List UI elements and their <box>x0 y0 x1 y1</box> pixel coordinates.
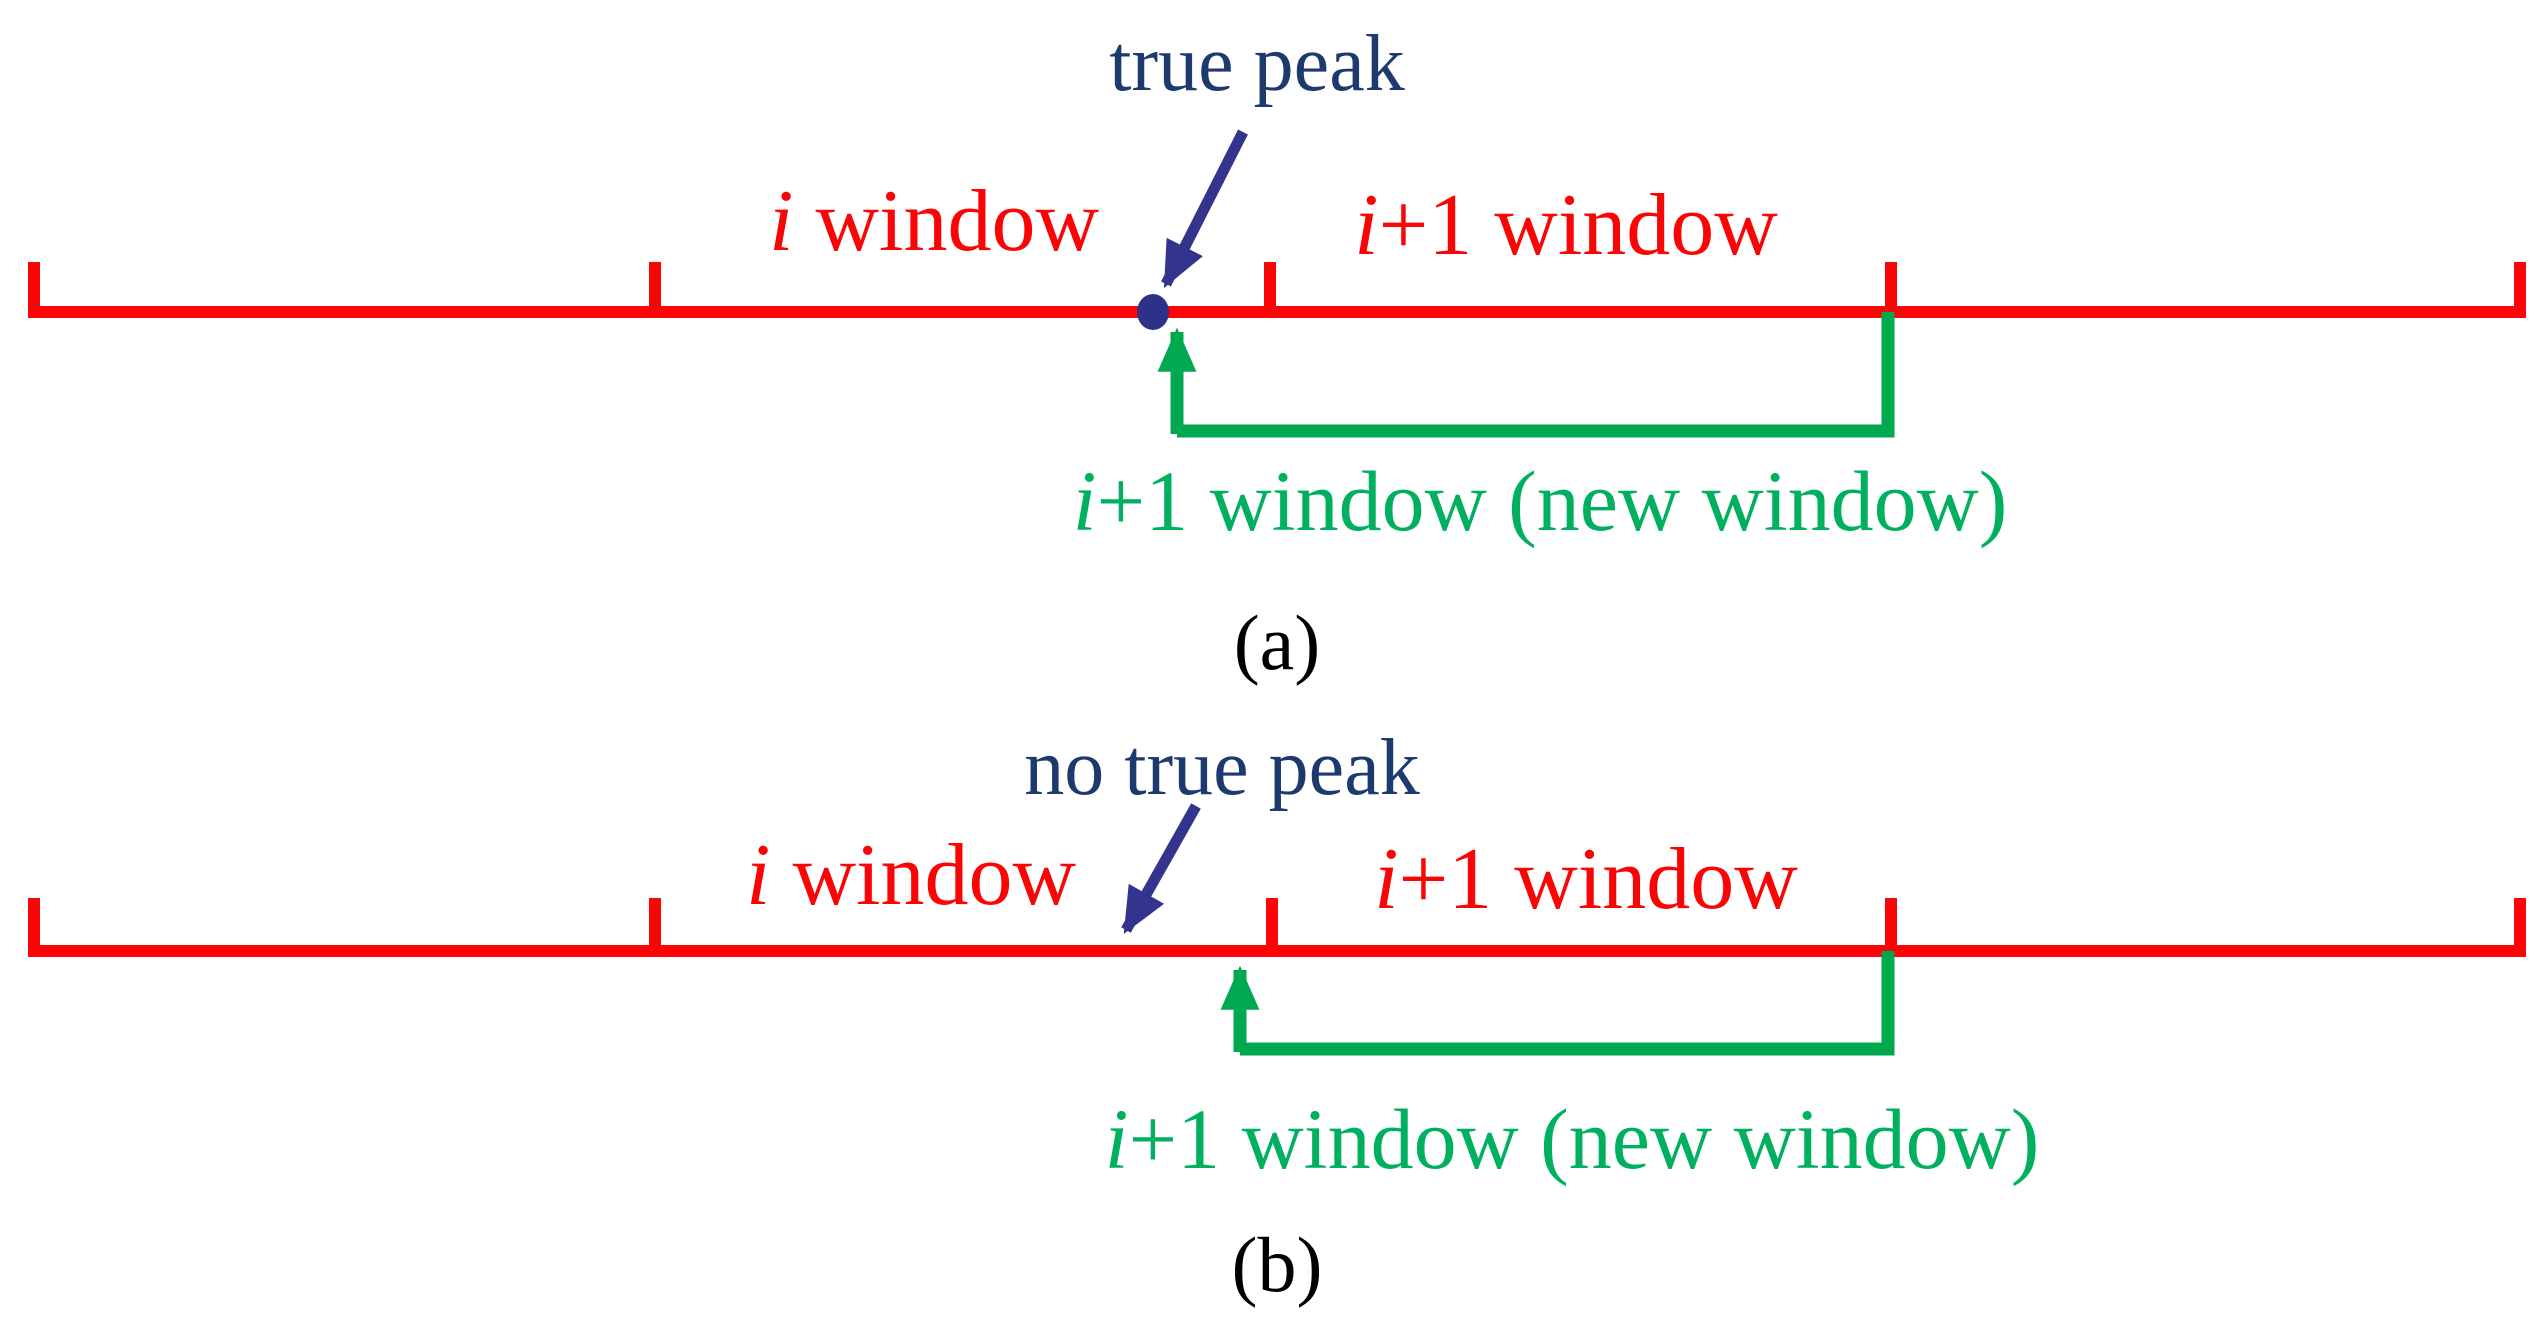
true-peak-dot <box>1137 294 1169 330</box>
no-true-peak-annotation: no true peak <box>1024 724 1420 812</box>
i1-window-label-a: i+1 window <box>1354 182 1778 270</box>
new-window-label-b: i+1 window (new window) <box>1105 1096 2040 1182</box>
i1-window-label-b-rest: +1 window <box>1398 831 1798 928</box>
i1-window-label-b-italic: i <box>1374 831 1399 928</box>
new-window-label-a: i+1 window (new window) <box>1073 458 2008 544</box>
no-true-peak-arrow <box>1121 803 1201 935</box>
new-window-label-b-italic: i <box>1104 1091 1129 1187</box>
panel-b-graphics <box>28 803 2526 1056</box>
i1-window-label-b: i+1 window <box>1374 836 1798 924</box>
new-window-label-a-italic: i <box>1072 453 1097 549</box>
new-window-bracket-b <box>1240 951 1895 1056</box>
panel-a-caption: (a) <box>1233 599 1321 686</box>
new-window-label-b-rest: +1 window (new window) <box>1128 1091 2040 1187</box>
true-peak-arrow <box>1161 129 1248 289</box>
i-window-label-a-rest: window <box>793 173 1100 270</box>
i1-window-label-a-italic: i <box>1354 177 1379 274</box>
i1-window-label-a-rest: +1 window <box>1378 177 1778 274</box>
i-window-label-a-italic: i <box>768 173 794 270</box>
true-peak-annotation: true peak <box>1109 20 1405 108</box>
i-window-label-b: i window <box>746 832 1076 920</box>
new-window-label-a-rest: +1 window (new window) <box>1096 453 2008 549</box>
i-window-label-a: i window <box>769 178 1099 266</box>
i-window-label-b-rest: window <box>770 827 1077 924</box>
panel-b-caption: (b) <box>1231 1221 1323 1308</box>
i-window-label-b-italic: i <box>745 827 771 924</box>
new-window-bracket-a <box>1177 312 1895 438</box>
panel-a-graphics <box>28 129 2526 438</box>
